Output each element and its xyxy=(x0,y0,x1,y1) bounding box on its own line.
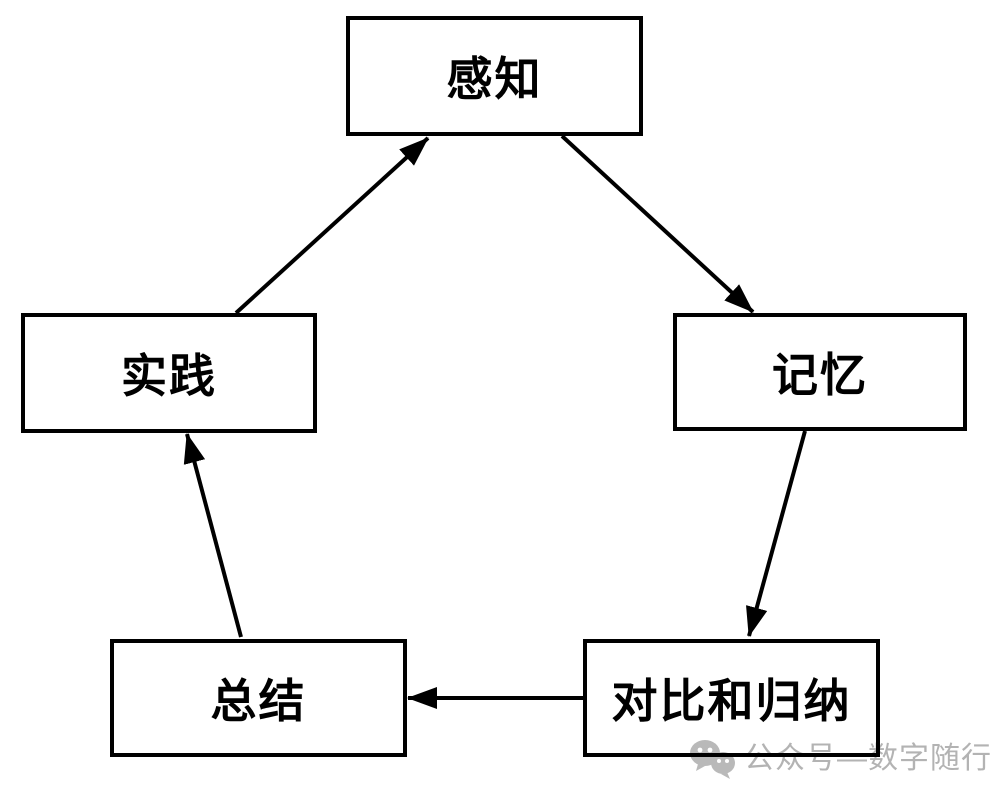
arrow-memory-to-compare xyxy=(746,430,807,637)
node-compare: 对比和归纳 xyxy=(583,639,880,757)
wechat-icon xyxy=(690,740,735,779)
node-compare-label: 对比和归纳 xyxy=(611,675,852,727)
node-perception: 感知 xyxy=(346,16,643,136)
node-summary: 总结 xyxy=(110,639,407,757)
arrow-practice-to-perception xyxy=(234,136,430,315)
arrow-summary-to-practice xyxy=(183,433,243,638)
watermark: 公众号—数字随行 xyxy=(688,736,992,782)
arrow-perception-to-memory xyxy=(560,134,755,314)
watermark-text: 公众号—数字随行 xyxy=(744,742,992,775)
node-perception-label: 感知 xyxy=(446,53,543,105)
node-practice-label: 实践 xyxy=(121,350,217,402)
node-summary-label: 总结 xyxy=(210,675,307,727)
node-memory-label: 记忆 xyxy=(772,349,868,401)
node-practice: 实践 xyxy=(21,313,317,433)
node-memory: 记忆 xyxy=(673,313,967,431)
